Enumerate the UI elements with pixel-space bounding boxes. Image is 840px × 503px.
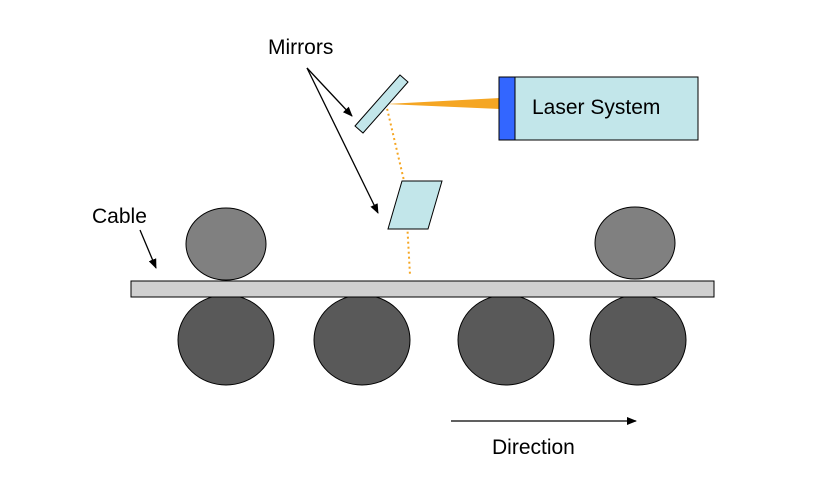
bottom-roller-3	[457, 294, 555, 386]
lower-mirror	[387, 180, 443, 230]
mirrors-arrow-upper	[306, 67, 353, 117]
cable	[130, 280, 715, 298]
cable-arrow	[139, 229, 157, 269]
laser-system-label: Laser System	[532, 96, 661, 119]
laser-system-box	[498, 76, 699, 141]
bottom-roller-4	[589, 294, 687, 386]
laser-beam	[386, 98, 500, 109]
laser-system-stripe	[498, 76, 516, 141]
top-roller-left	[185, 207, 267, 281]
direction-label: Direction	[492, 436, 575, 459]
cable-label: Cable	[92, 205, 147, 228]
mirrors-label: Mirrors	[268, 36, 334, 59]
bottom-roller-2	[313, 294, 411, 386]
bottom-roller-1	[177, 294, 275, 386]
upper-mirror	[354, 74, 409, 134]
mirrors-arrow-lower	[306, 67, 379, 214]
top-roller-right	[594, 206, 676, 280]
